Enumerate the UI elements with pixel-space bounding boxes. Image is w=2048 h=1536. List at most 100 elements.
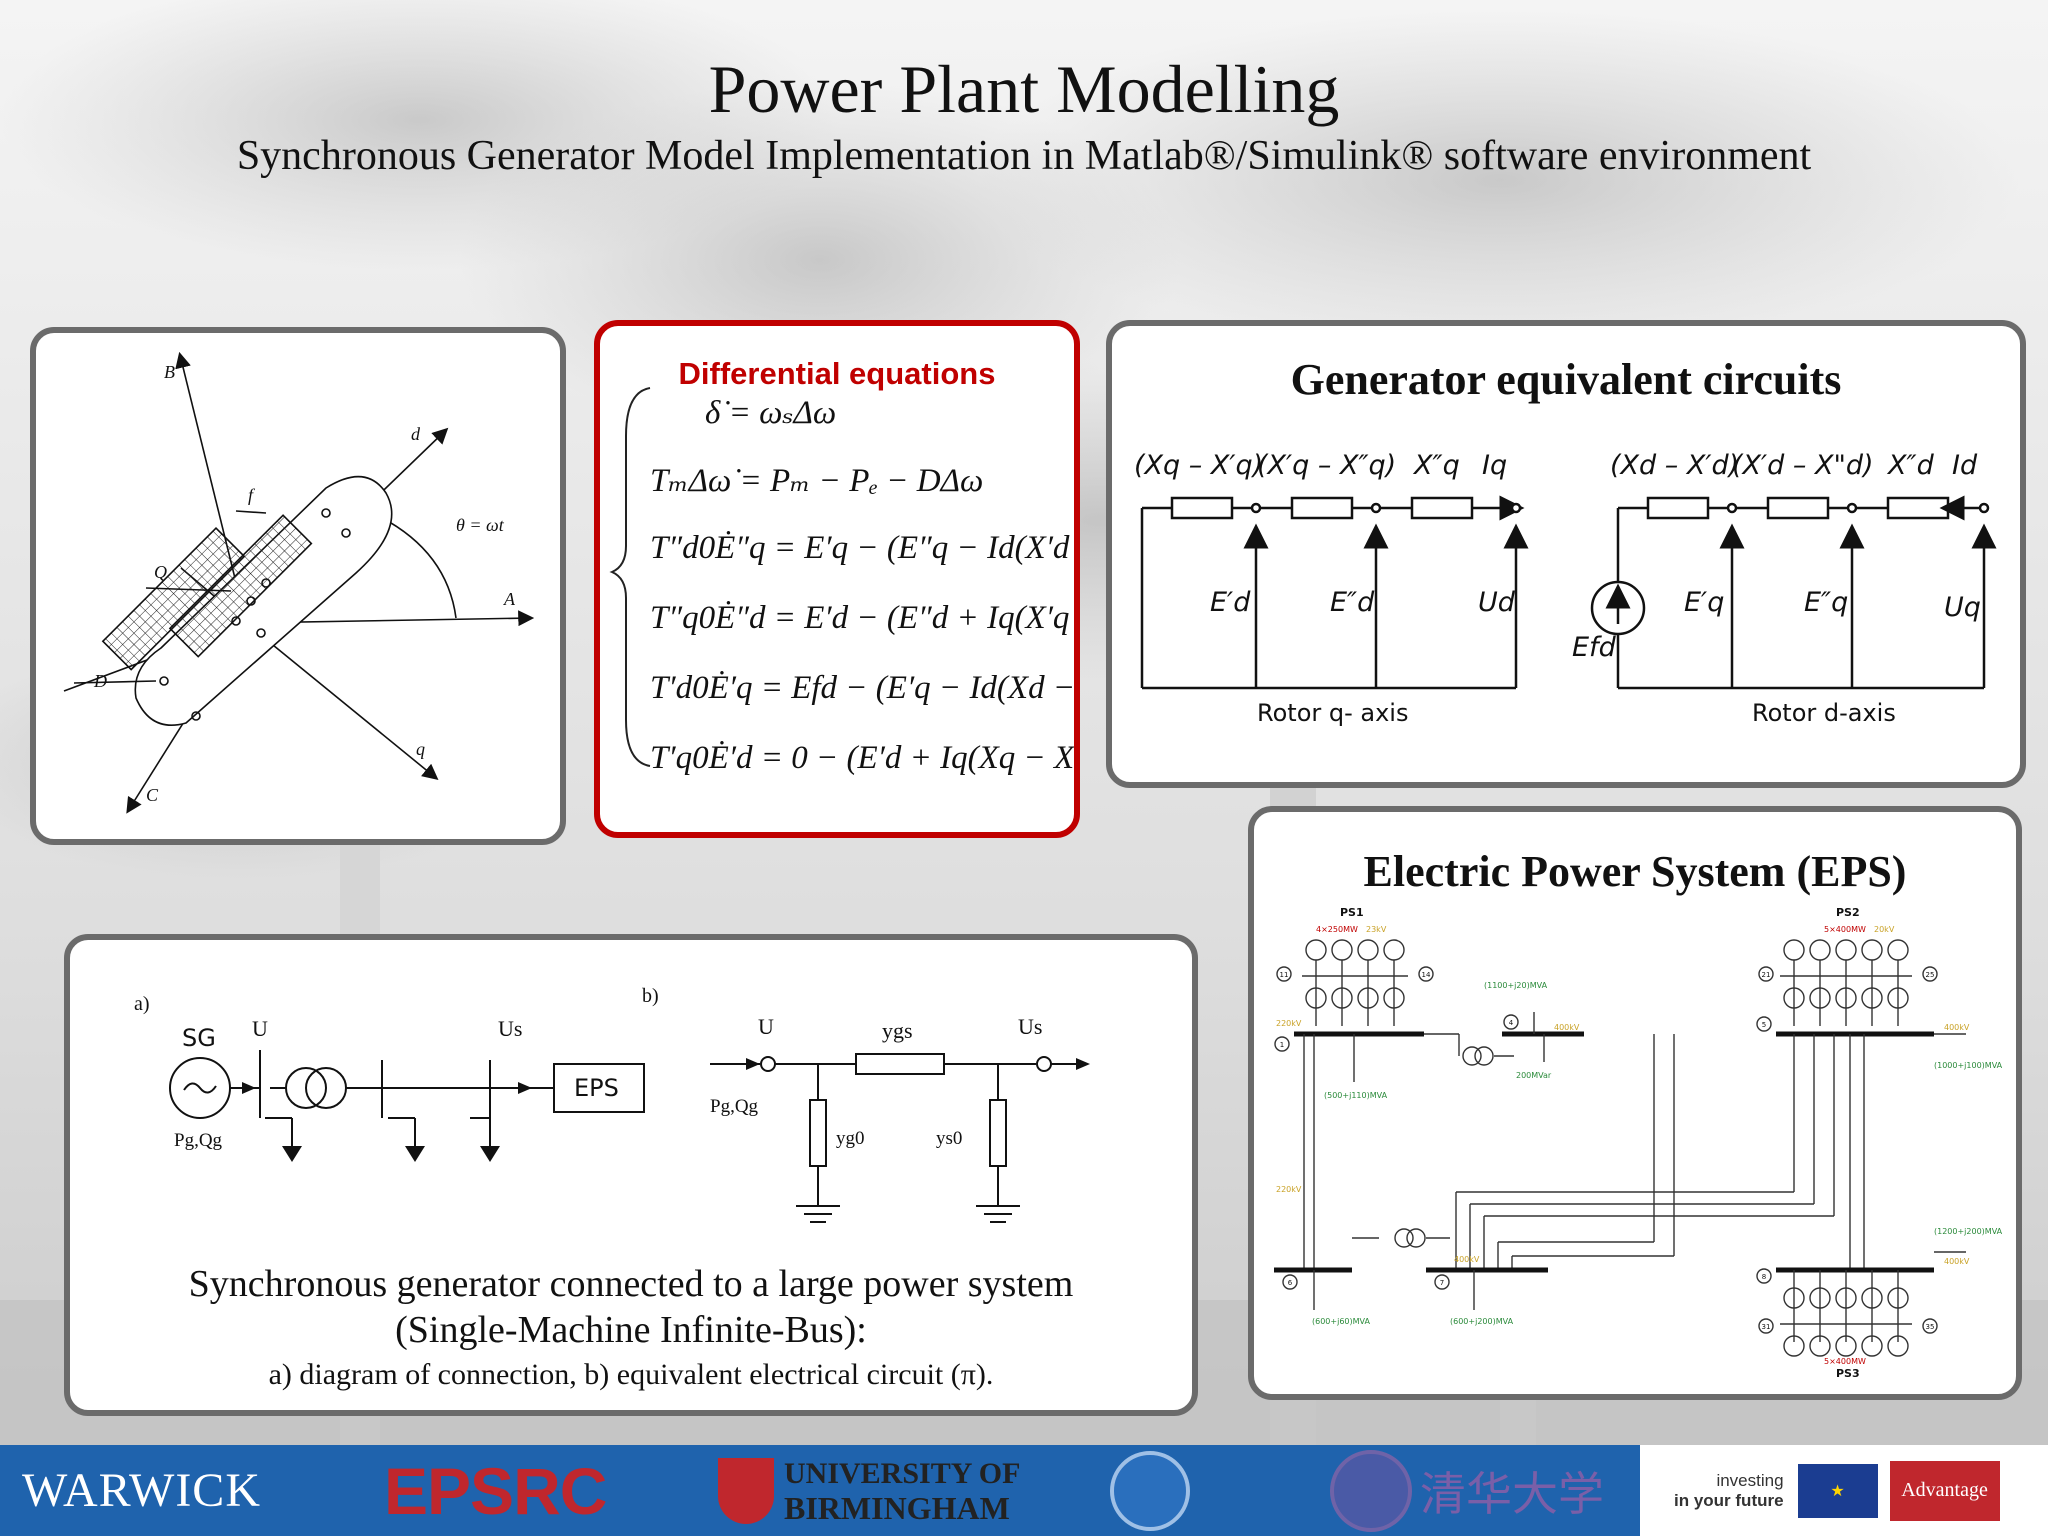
axis-label-C: C [146,785,159,805]
winding-label-D: D [93,671,107,691]
eps-label-400kv-b: 400kV [1944,1023,1970,1032]
eps-label-ps2: PS2 [1836,906,1860,919]
equivalent-circuit-diagrams: (Xq – X′q) (X′q – X″q) X″q Iq E′d E″d Ud… [1134,450,1997,727]
q-axis-caption: Rotor q- axis [1257,699,1408,727]
smib-label-us-a: Us [498,1016,522,1041]
d-axis-label-xd-diff: (Xd – X′d) [1610,450,1739,481]
eps-node-4: 4 [1509,1019,1514,1027]
q-axis-label-ud: Ud [1478,587,1516,618]
smib-diagrams: a) b) SG U Us EPS Pg,Qg U ygs Us Pg,Qg y… [134,985,1090,1223]
eps-label-load6: (600+j60)MVA [1312,1317,1370,1326]
smib-panel: a) b) SG U Us EPS Pg,Qg U ygs Us Pg,Qg y… [64,934,1198,1416]
smib-label-sg: SG [182,1024,216,1052]
eps-title: Electric Power System (EPS) [1363,847,1907,896]
q-axis-label-ed-subtransient: E″d [1330,587,1375,618]
eps-node-25: 25 [1926,971,1935,979]
eps-label-ps1: PS1 [1340,906,1364,919]
smib-caption-line-3: a) diagram of connection, b) equivalent … [268,1358,994,1391]
equations-title: Differential equations [678,356,996,391]
q-axis-label-iq: Iq [1482,450,1507,481]
q-axis-label-xq-transient-diff: (X′q – X″q) [1257,450,1396,481]
eps-label-load7: (600+j200)MVA [1450,1317,1514,1326]
eps-node-11: 11 [1280,971,1289,979]
warwick-logo: WARWICK [22,1445,261,1536]
eps-node-5: 5 [1762,1021,1766,1029]
equation-4: T″q0Ė″d = E′d − (E″d + Iq(X′q − X″q)) [650,600,1074,636]
investing-logo-line-2: in your future [1674,1490,1784,1510]
birmingham-logo: UNIVERSITY OF BIRMINGHAM [718,1445,1020,1536]
page-title: Power Plant Modelling [708,51,1340,127]
eps-label-400kv-c: 400kV [1454,1255,1480,1264]
epsrc-logo-text: EPSRC [384,1453,607,1528]
eps-label-ps1-gen: 4×250MW [1316,925,1358,934]
equivalent-circuits-panel: Generator equivalent circuits [1106,320,2026,788]
warwick-logo-text: WARWICK [22,1464,261,1517]
equations-brace [609,387,651,767]
smib-label-b: b) [642,985,659,1007]
eu-flag-icon: ★ [1797,1463,1878,1518]
eps-panel: Electric Power System (EPS) [1248,806,2022,1400]
winding-label-f: f [248,485,256,505]
eps-label-ps3: PS3 [1836,1367,1860,1380]
epsrc-logo: EPSRC [384,1445,607,1536]
eps-label-ps3-gen: 5×400MW [1824,1357,1866,1366]
advantage-logo-text: Advantage [1901,1479,1988,1501]
q-axis-label-xq-subtransient: X″q [1412,450,1460,481]
d-axis-label-uq: Uq [1944,592,1981,623]
eps-label-ps2-gen: 5×400MW [1824,925,1866,934]
q-axis-label-ed-transient: E′d [1210,587,1251,618]
d-axis-label-xd-transient-diff: (X′d – X"d) [1732,450,1874,481]
equation-5: T′d0Ė′q = Efd − (E′q − Id(Xd − X′d)) [650,670,1076,706]
tsinghua-seal-icon [1330,1449,1412,1532]
angle-label-theta: θ = ωt [456,515,505,535]
eps-label-load1: (500+j110)MVA [1324,1091,1388,1100]
eps-label-220kv-b: 220kV [1276,1185,1302,1194]
eps-label-shunt: 200MVar [1516,1071,1552,1080]
d-axis-caption: Rotor d-axis [1752,699,1896,727]
axis-label-A: A [503,589,516,609]
eps-node-35: 35 [1926,1323,1935,1331]
winding-label-Q: Q [154,562,167,582]
rotor-diagram-panel: B d f Q θ = ωt A D q C [30,327,566,845]
d-axis-label-xd-subtransient: X″d [1886,450,1935,481]
eps-label-ps1-voltage: 23kV [1366,925,1387,934]
advantage-logo: Advantage [1889,1460,2000,1521]
eps-node-21: 21 [1762,971,1771,979]
q-axis-label-xq-diff: (Xq – X′q) [1134,450,1263,481]
eps-label-ps2-voltage: 20kV [1874,925,1895,934]
eps-node-31: 31 [1762,1323,1771,1331]
eps-node-8: 8 [1762,1273,1766,1281]
smib-caption-line-1: Synchronous generator connected to a lar… [188,1263,1074,1305]
axis-label-q: q [416,739,425,759]
d-axis-label-id: Id [1952,450,1978,481]
smib-label-yg0: yg0 [836,1128,865,1149]
tsinghua-logo-text: 清华大学 [1420,1466,1604,1521]
smib-label-us-b: Us [1018,1014,1042,1039]
rotor-axes-diagram: B d f Q θ = ωt A D q C [63,351,535,814]
eps-node-14: 14 [1422,971,1431,979]
equation-1: δ̇ = ωₛΔω [705,395,837,431]
eps-label-load5: (1000+j100)MVA [1934,1061,2003,1070]
smib-caption-line-2: (Single-Machine Infinite-Bus): [395,1309,867,1351]
smib-label-u-a: U [252,1016,268,1041]
page-subtitle: Synchronous Generator Model Implementati… [236,133,1812,179]
smib-label-ys0: ys0 [936,1128,962,1149]
d-axis-label-efd: Efd [1572,632,1617,663]
investing-logo-line-1: investing [1716,1470,1784,1490]
eps-label-load4: (1100+j20)MVA [1484,981,1548,990]
axis-label-B: B [164,362,175,382]
smib-label-pq-a: Pg,Qg [174,1130,223,1151]
smib-label-eps: EPS [574,1074,619,1102]
eps-label-400kv-a: 400kV [1554,1023,1580,1032]
smib-label-u-b: U [758,1014,774,1039]
birmingham-logo-line-1: UNIVERSITY OF [784,1456,1021,1490]
eps-node-6: 6 [1288,1279,1293,1287]
smib-label-ygs: ygs [882,1018,913,1043]
smib-label-pq-b: Pg,Qg [710,1096,759,1117]
eps-label-load8: (1200+j200)MVA [1934,1227,2003,1236]
equation-6: T′q0Ė′d = 0 − (E′d + Iq(Xq − X′q)) [650,740,1080,776]
equivalent-circuits-title: Generator equivalent circuits [1290,355,1842,404]
university-seal-icon [1110,1445,1190,1536]
d-axis-label-eq-transient: E′q [1684,587,1724,618]
birmingham-crest-icon [718,1457,774,1524]
